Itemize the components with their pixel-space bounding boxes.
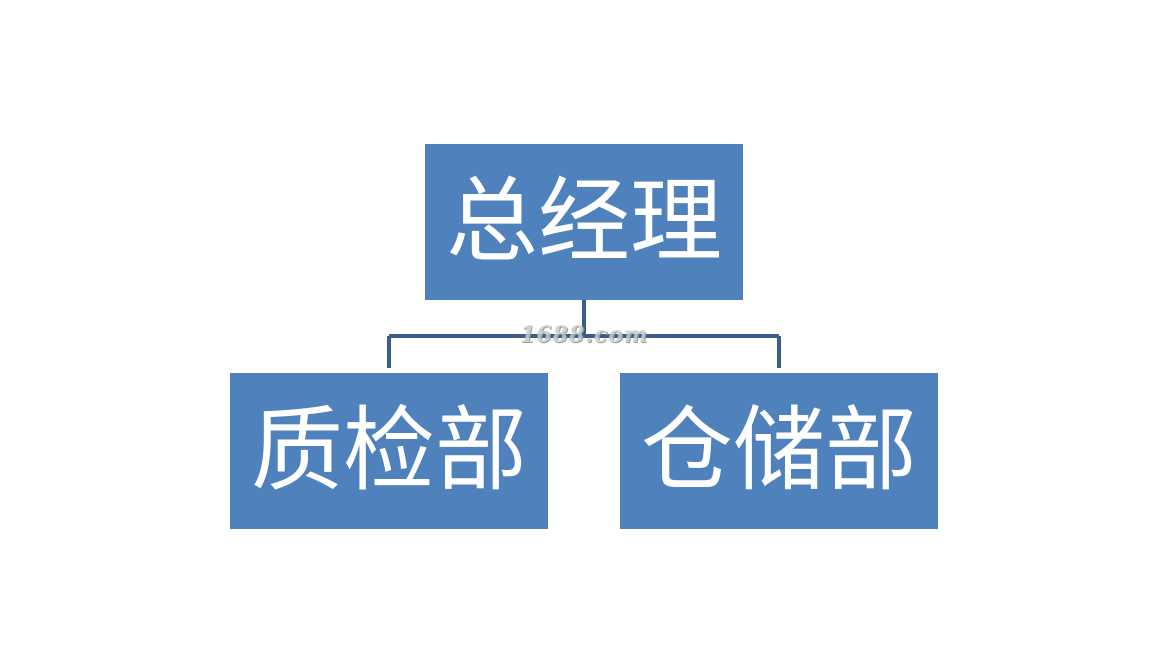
- node-warehouse-dept-label: 仓储部: [640, 397, 917, 504]
- node-general-manager-label: 总经理: [445, 168, 722, 275]
- node-quality-inspection-dept: 质检部: [230, 373, 548, 529]
- node-quality-inspection-dept-label: 质检部: [250, 397, 527, 504]
- node-general-manager: 总经理: [425, 144, 743, 300]
- node-warehouse-dept: 仓储部: [620, 373, 938, 529]
